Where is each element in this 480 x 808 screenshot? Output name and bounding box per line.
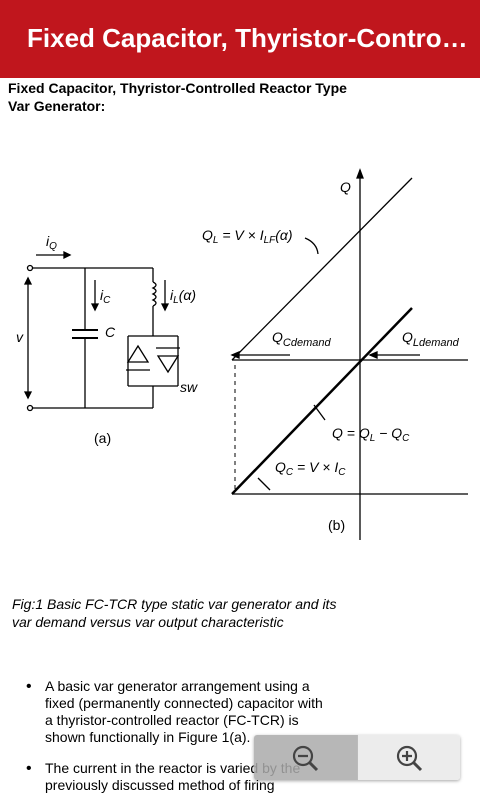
zoom-out-button[interactable] xyxy=(254,735,357,780)
label-ql-eq-mid: = V × I xyxy=(218,227,263,243)
list-item: The current in the reactor is varied by … xyxy=(0,760,480,794)
label-ic-sub: C xyxy=(103,295,111,306)
label-voltage: v xyxy=(16,329,24,345)
label-iq-sub: Q xyxy=(49,241,57,252)
label-qc-eq-sub2: C xyxy=(338,467,346,478)
label-qc-demand: Q xyxy=(272,329,283,345)
svg-text:QCdemand: QCdemand xyxy=(272,329,331,349)
svg-text:iC: iC xyxy=(100,287,111,306)
app-bar: Fixed Capacitor, Thyristor-Controlled Re… xyxy=(0,0,480,78)
label-qc-eq: Q xyxy=(275,459,286,475)
label-sw: sw xyxy=(180,379,198,395)
label-ql-eq-end: (α) xyxy=(275,227,292,243)
label-il: i xyxy=(170,287,174,303)
svg-text:QLdemand: QLdemand xyxy=(402,329,460,349)
label-ql-eq: Q xyxy=(202,227,213,243)
label-capacitor: C xyxy=(105,324,116,340)
label-q-axis: Q xyxy=(340,179,351,195)
list-item: A basic var generator arrangement using … xyxy=(0,678,480,746)
label-ql-demand: Q xyxy=(402,329,413,345)
label-ql-eq-sub: L xyxy=(213,235,219,246)
zoom-out-icon xyxy=(293,745,319,771)
zoom-in-icon xyxy=(396,745,422,771)
label-il-sub: L xyxy=(173,295,179,306)
label-iq: i xyxy=(46,233,50,249)
label-il-arg: (α) xyxy=(179,287,196,303)
zoom-in-button[interactable] xyxy=(356,735,460,780)
section-heading: Fixed Capacitor, Thyristor-Controlled Re… xyxy=(8,80,347,114)
label-qc-eq-sub: C xyxy=(286,467,294,478)
figure-caption: Fig:1 Basic FC-TCR type static var gener… xyxy=(12,596,337,630)
label-qc-eq-mid: = V × I xyxy=(293,459,338,475)
label-ql-demand-sub: Ldemand xyxy=(413,337,460,349)
label-a: (a) xyxy=(94,430,111,446)
label-ql-eq-sub2: LF xyxy=(264,235,277,246)
circuit-figure: iQ iC C v iL(α) sw (a) Q QL = V × ILF(α)… xyxy=(0,160,480,550)
zoom-controls xyxy=(254,735,460,780)
label-qdiff-sub2: C xyxy=(402,433,410,444)
svg-text:iQ: iQ xyxy=(46,233,57,252)
svg-text:Q = QL − QC: Q = QL − QC xyxy=(332,425,410,444)
bullet-list: A basic var generator arrangement using … xyxy=(0,678,480,808)
svg-text:iL(α): iL(α) xyxy=(170,287,196,306)
svg-text:QC = V × IC: QC = V × IC xyxy=(275,459,346,478)
app-bar-title: Fixed Capacitor, Thyristor-Controlled Re… xyxy=(27,23,472,53)
label-b: (b) xyxy=(328,517,345,533)
svg-text:QL = V × ILF(α): QL = V × ILF(α) xyxy=(202,227,293,246)
figure-drawing: iQ iC C v iL(α) sw (a) Q QL = V × ILF(α)… xyxy=(16,168,468,540)
label-qc-demand-sub: Cdemand xyxy=(283,337,332,349)
label-qdiff-sub: L xyxy=(370,433,376,444)
label-ic: i xyxy=(100,287,104,303)
label-qdiff-end: − Q xyxy=(375,425,402,441)
label-qdiff: Q = Q xyxy=(332,425,370,441)
